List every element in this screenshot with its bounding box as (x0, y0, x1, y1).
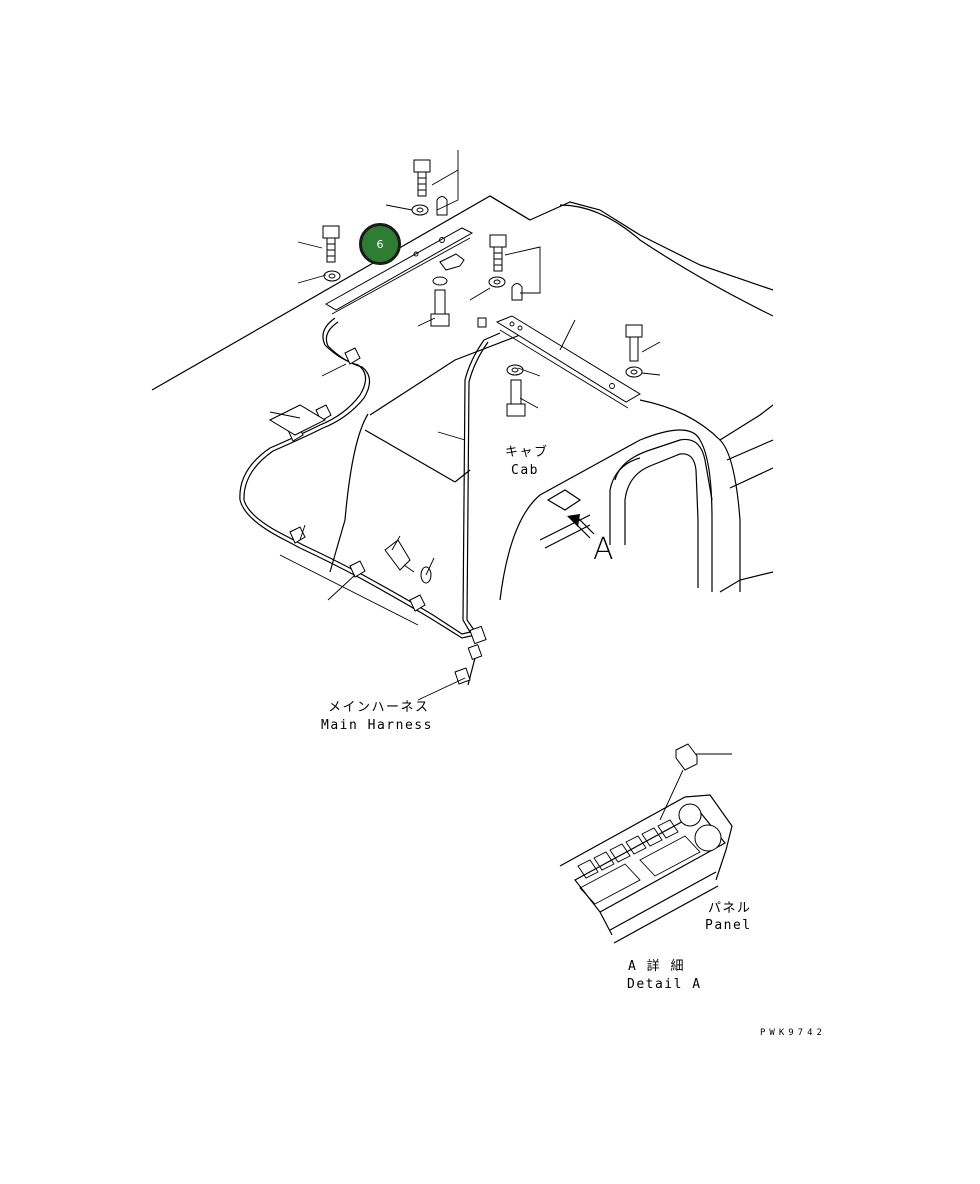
cab-label-jp: キャブ (505, 445, 549, 460)
panel-label-en: Panel (705, 918, 752, 933)
cab-front (499, 429, 774, 601)
bolt-middle (430, 289, 450, 327)
view-arrow (567, 514, 595, 539)
harness-clips (268, 347, 426, 612)
detail-a-label-jp: A 詳 細 (628, 959, 685, 974)
view-a-letter: A (593, 532, 614, 567)
cab-label-en: Cab (511, 463, 539, 478)
detail-a-panel (559, 743, 733, 944)
cab-roof (151, 195, 774, 592)
lamp-socket (384, 539, 432, 584)
bolt-top-left (322, 225, 340, 263)
bolt-right (625, 324, 643, 362)
bolt-top-center (413, 159, 431, 197)
lifting-eyes (436, 196, 523, 301)
leader-lines (269, 150, 661, 701)
bracket-left (325, 227, 474, 315)
washers (323, 204, 643, 378)
main-harness-label-en: Main Harness (321, 718, 433, 733)
main-harness-cable (239, 317, 501, 639)
harness-connectors (454, 625, 487, 686)
bracket-right (477, 315, 641, 409)
callout-marker-6[interactable]: 6 (359, 223, 401, 265)
bolt-lower (506, 379, 526, 417)
drawing-code: PWK9742 (760, 1028, 826, 1038)
detail-a-label-en: Detail A (627, 977, 702, 992)
panel-label-jp: パネル (708, 901, 752, 916)
main-harness-label-jp: メインハーネス (328, 700, 430, 715)
bolt-top-right (489, 234, 507, 272)
